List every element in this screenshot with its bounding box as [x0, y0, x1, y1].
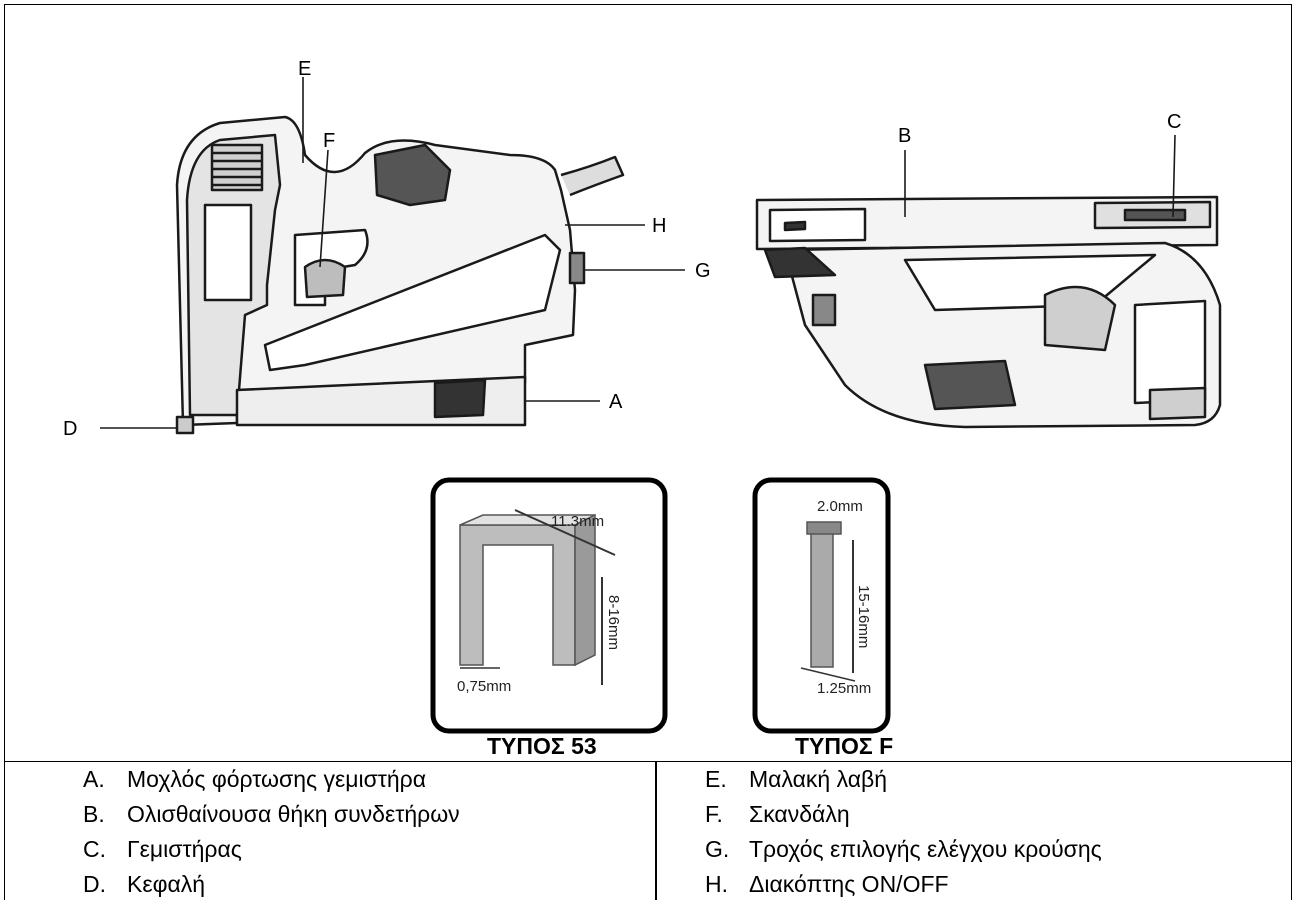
legend-item: B. Ολισθαίνουσα θήκη συνδετήρων: [83, 797, 460, 832]
callout-D: D: [63, 418, 77, 440]
callout-F: F: [323, 130, 335, 152]
legend-item: D. Κεφαλή: [83, 867, 460, 902]
staple-53-length: 8-16mm: [605, 595, 622, 650]
legend-item: E. Μαλακή λαβή: [705, 762, 1102, 797]
staple-f-caption: ΤΥΠΟΣ F: [795, 733, 894, 759]
stapler-open-view: [755, 195, 1222, 429]
legend-letter: D.: [83, 871, 106, 897]
callout-H: H: [652, 215, 666, 237]
legend-right-column: E. Μαλακή λαβή F. Σκανδάλη G. Τροχός επιλογ…: [705, 762, 1102, 902]
callout-lines-left: [100, 77, 685, 429]
legend-letter: F.: [705, 801, 723, 827]
legend-item: H. Διακόπτης ON/OFF: [705, 867, 1102, 902]
callout-C: C: [1167, 111, 1181, 133]
legend-text: Γεμιστήρας: [127, 836, 242, 862]
legend-divider: [655, 761, 657, 900]
staple-f-thickness: 1.25mm: [817, 680, 871, 697]
legend-left-column: A. Μοχλός φόρτωσης γεμιστήρα B. Ολισθαίνου…: [83, 762, 460, 902]
staple-53-caption: ΤΥΠΟΣ 53: [487, 733, 597, 759]
legend-text: Κεφαλή: [127, 871, 206, 897]
legend-letter: B.: [83, 801, 105, 827]
stapler-diagram: E F H G A D: [63, 58, 1222, 734]
legend-item: C. Γεμιστήρας: [83, 832, 460, 867]
legend-letter: G.: [705, 836, 730, 862]
callout-E: E: [298, 58, 311, 80]
staple-f-width: 2.0mm: [817, 498, 863, 515]
legend-item: A. Μοχλός φόρτωσης γεμιστήρα: [83, 762, 460, 797]
legend-item: G. Τροχός επιλογής ελέγχου κρούσης: [705, 832, 1102, 867]
legend-letter: E.: [705, 766, 727, 792]
callout-B: B: [898, 125, 911, 147]
callout-G: G: [695, 260, 711, 282]
legend-text: Σκανδάλη: [749, 801, 850, 827]
legend-letter: H.: [705, 871, 728, 897]
staple-53-box: [430, 477, 668, 734]
legend-text: Μοχλός φόρτωσης γεμιστήρα: [127, 766, 427, 792]
staple-f-length: 15-16mm: [855, 585, 872, 648]
legend-text: Τροχός επιλογής ελέγχου κρούσης: [749, 836, 1102, 862]
legend-letter: C.: [83, 836, 106, 862]
staple-53-thickness: 0,75mm: [457, 678, 511, 695]
stapler-side-view: [175, 115, 625, 435]
diagram-frame: E F H G A D: [4, 4, 1292, 762]
callout-lines-right: [904, 134, 1176, 218]
callout-A: A: [609, 391, 623, 413]
legend-text: Διακόπτης ON/OFF: [749, 871, 949, 897]
parts-legend: A. Μοχλός φόρτωσης γεμιστήρα B. Ολισθαίνου…: [4, 761, 1292, 900]
legend-text: Μαλακή λαβή: [749, 766, 888, 792]
staple-53-width: 11.3mm: [551, 513, 604, 530]
manual-page: E F H G A D: [4, 4, 1292, 900]
staple-f-box: [752, 477, 891, 734]
legend-text: Ολισθαίνουσα θήκη συνδετήρων: [127, 801, 460, 827]
legend-letter: A.: [83, 766, 105, 792]
legend-item: F. Σκανδάλη: [705, 797, 1102, 832]
